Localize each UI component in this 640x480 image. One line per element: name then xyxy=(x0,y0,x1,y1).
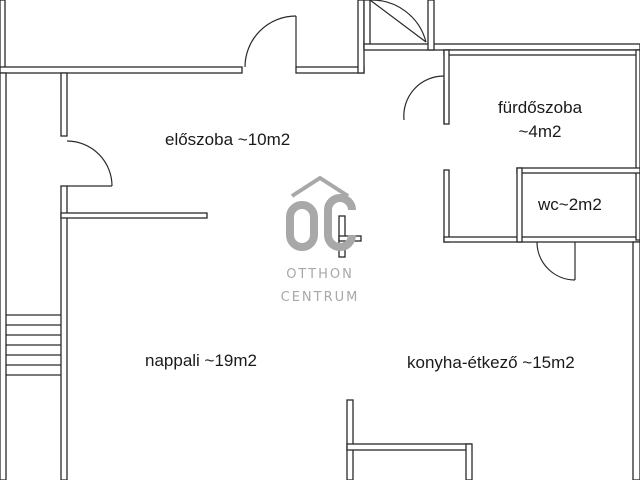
room-label-hall: előszoba ~10m2 xyxy=(165,130,291,149)
wall-wc-top xyxy=(516,167,640,174)
brand-name-line1: OTTHON xyxy=(286,267,354,282)
wall-bathroom-right xyxy=(635,49,640,241)
door-bathroom xyxy=(403,75,445,124)
wall-bathroom-left-lower xyxy=(443,169,450,243)
door-wc xyxy=(536,241,576,281)
brand-name-line2: CENTRUM xyxy=(280,290,360,305)
brand-logo-icon xyxy=(286,175,356,251)
wall-wc-left xyxy=(516,167,523,243)
wall-top-left-room-bottom-b xyxy=(295,66,365,74)
room-label-bathroom-area: ~4m2 xyxy=(518,122,562,141)
room-label-bathroom: fürdőszoba ~4m2 xyxy=(480,96,600,144)
wall-top-right-room-bottom xyxy=(363,43,640,51)
wall-top-right-stub xyxy=(427,0,435,51)
wall-bathroom-bottom xyxy=(443,236,640,243)
staircase xyxy=(6,314,61,376)
wall-bathroom-top xyxy=(443,49,640,56)
wall-left-inner-lower xyxy=(60,185,68,480)
wall-top-left-room-right xyxy=(357,0,365,74)
wall-bottom-partition-right xyxy=(465,443,473,480)
room-label-bathroom-name: fürdőszoba xyxy=(497,98,583,117)
wall-right-outer xyxy=(632,241,640,480)
wall-top-left-room-left xyxy=(0,0,6,71)
door-top-left-room xyxy=(244,15,297,68)
door-top-right-room xyxy=(369,0,427,43)
wall-top-left-room-bottom-a xyxy=(0,66,243,74)
wall-hall-partition xyxy=(60,212,208,219)
wall-bottom-partition-vertical xyxy=(346,399,354,480)
door-hall-left xyxy=(66,140,113,187)
room-label-kitchen: konyha-étkező ~15m2 xyxy=(407,353,575,372)
wall-left-outer xyxy=(0,72,7,480)
room-label-living: nappali ~19m2 xyxy=(145,351,258,370)
wall-left-inner-upper xyxy=(60,72,68,137)
room-label-wc: wc~2m2 xyxy=(538,195,602,214)
wall-top-right-room-left xyxy=(363,0,371,49)
wall-bottom-partition-horizontal xyxy=(346,443,472,451)
wall-bathroom-left xyxy=(443,49,450,125)
